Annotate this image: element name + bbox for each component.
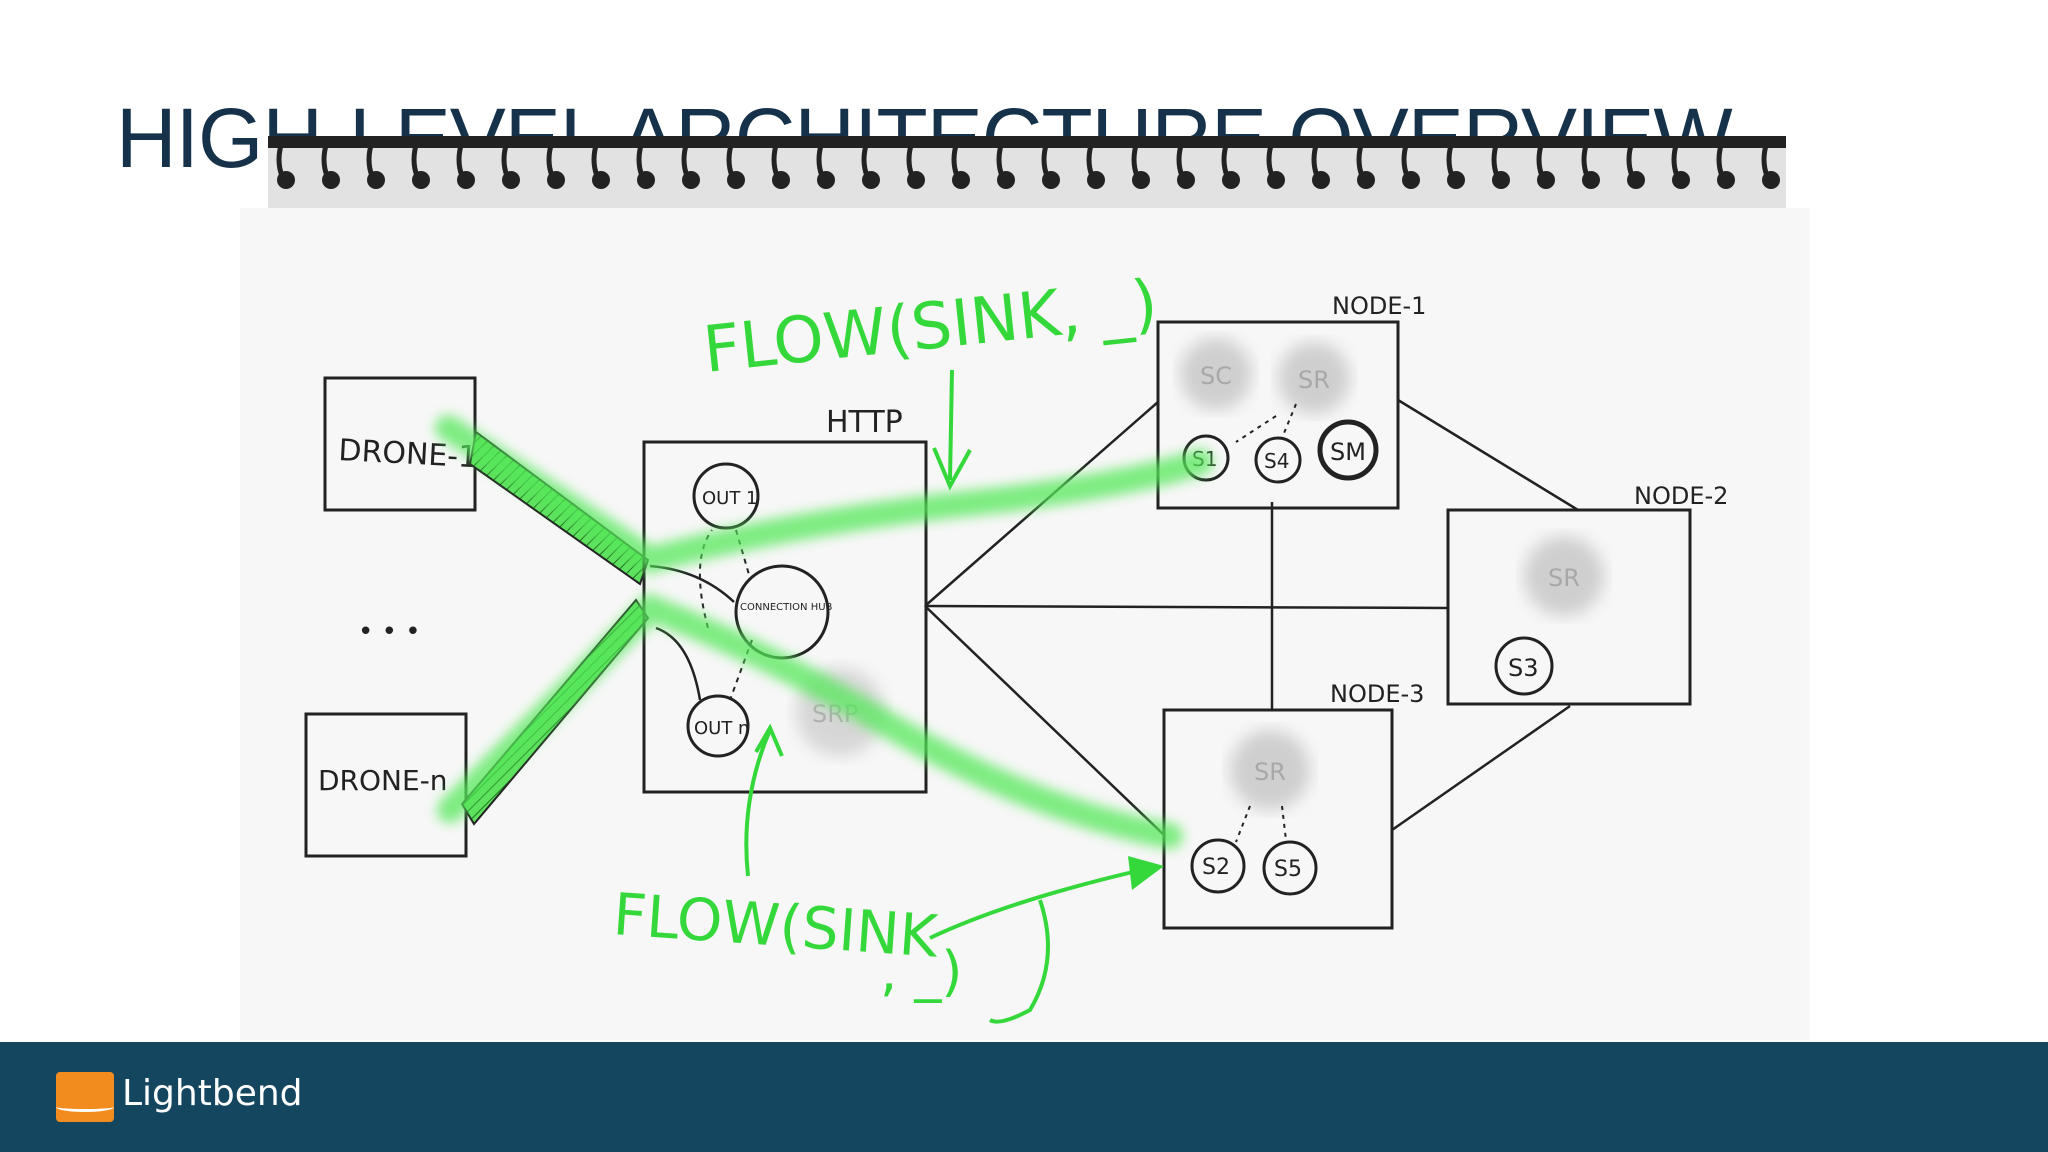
spiral-hole	[1132, 171, 1150, 189]
spiral-hole	[1042, 171, 1060, 189]
spiral-hole	[997, 171, 1015, 189]
node-2-sr-label: SR	[1548, 564, 1580, 592]
spiral-hole	[1177, 171, 1195, 189]
out-1-label: OUT 1	[702, 488, 758, 509]
spiral-hole	[727, 171, 745, 189]
http-label: HTTP	[826, 405, 903, 440]
spiral-hole	[952, 171, 970, 189]
architecture-sketch: DRONE-1 • • • DRONE-n HTTP OUT 1 CONNECT…	[268, 136, 1786, 1024]
node-1-sr-label: SR	[1298, 366, 1330, 394]
spiral-binding	[268, 136, 1786, 208]
spiral-hole	[1717, 171, 1735, 189]
node-2-s3-label: S3	[1508, 654, 1539, 682]
drone-n-box: DRONE-n	[304, 712, 468, 858]
spiral-hole	[502, 171, 520, 189]
connection-lines	[924, 398, 1579, 837]
footer-bar	[0, 1042, 2048, 1152]
connection-hub-label: CONNECTION HUB	[740, 602, 833, 613]
spiral-hole	[772, 171, 790, 189]
spiral-hole	[1582, 171, 1600, 189]
node-3-box: NODE-3 SR S2 S5	[1162, 680, 1424, 930]
spiral-hole	[1267, 171, 1285, 189]
node-1-label: NODE-1	[1332, 292, 1426, 320]
drone-ellipsis: • • •	[358, 617, 421, 647]
node-1-sc-label: SC	[1200, 362, 1232, 390]
spiral-hole	[682, 171, 700, 189]
spiral-hole	[1087, 171, 1105, 189]
drone-n-label: DRONE-n	[318, 764, 448, 797]
out-n-label: OUT n	[694, 718, 749, 739]
node-1-sm-label: SM	[1330, 438, 1366, 466]
spiral-hole	[322, 171, 340, 189]
spiral-hole	[1312, 171, 1330, 189]
spiral-hole	[1447, 171, 1465, 189]
green-flow-paths	[435, 415, 1213, 849]
spiral-hole	[1402, 171, 1420, 189]
spiral-hole	[1537, 171, 1555, 189]
spiral-hole	[457, 171, 475, 189]
brand-name: Lightbend	[122, 1073, 303, 1114]
spiral-hole	[1627, 171, 1645, 189]
spiral-hole	[1672, 171, 1690, 189]
spiral-hole	[277, 171, 295, 189]
node-2-label: NODE-2	[1634, 482, 1728, 510]
spiral-hole	[1222, 171, 1240, 189]
node-3-s5-label: S5	[1274, 857, 1302, 882]
spiral-hole	[1357, 171, 1375, 189]
node-2-box: NODE-2 SR S3	[1446, 482, 1728, 706]
node-3-sr-label: SR	[1254, 758, 1286, 786]
spiral-hole	[817, 171, 835, 189]
spiral-hole	[1492, 171, 1510, 189]
spiral-hole	[367, 171, 385, 189]
node-3-s2-label: S2	[1202, 855, 1230, 880]
node-3-label: NODE-3	[1330, 680, 1424, 708]
spiral-hole	[862, 171, 880, 189]
lightbend-logo-icon	[56, 1072, 114, 1122]
spiral-hole	[907, 171, 925, 189]
spiral-hole	[547, 171, 565, 189]
spiral-hole	[412, 171, 430, 189]
node-1-s4-label: S4	[1264, 449, 1289, 473]
spiral-hole	[592, 171, 610, 189]
flow-bottom-label-2: , _)	[880, 940, 962, 1003]
spiral-hole	[637, 171, 655, 189]
spiral-hole	[1762, 171, 1780, 189]
